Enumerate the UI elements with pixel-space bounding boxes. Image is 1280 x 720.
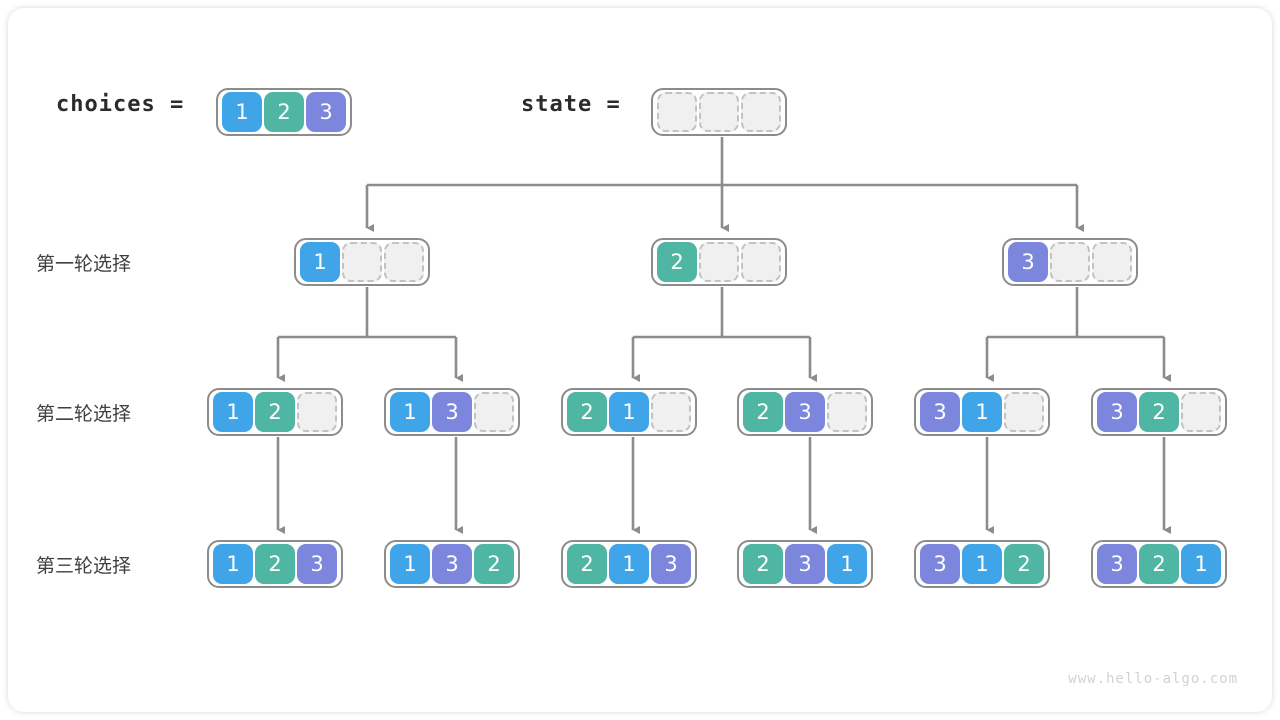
array-cell-value: 3	[920, 392, 960, 432]
array-cell-value: 3	[1008, 242, 1048, 282]
row-label-round-1: 第一轮选择	[36, 253, 132, 275]
array-cell-empty	[1092, 242, 1132, 282]
array-cell-value: 3	[432, 544, 472, 584]
array-cell-value: 2	[567, 544, 607, 584]
choices-label: choices =	[56, 92, 185, 117]
array-cell-empty	[827, 392, 867, 432]
page-card	[8, 8, 1272, 712]
array-cell-empty	[474, 392, 514, 432]
array-cell-value: 3	[432, 392, 472, 432]
array-cell-value: 2	[255, 392, 295, 432]
array-cell-value: 1	[827, 544, 867, 584]
array-cell-value: 2	[657, 242, 697, 282]
array-cell-value: 1	[213, 392, 253, 432]
array-cell-value: 3	[1097, 544, 1137, 584]
array-cell-value: 1	[300, 242, 340, 282]
array-cell-value: 1	[213, 544, 253, 584]
array-cell-value: 3	[297, 544, 337, 584]
array-cell-empty	[741, 242, 781, 282]
row-label-round-2: 第二轮选择	[36, 403, 132, 425]
array-cell-value: 2	[567, 392, 607, 432]
array-cell-value: 2	[743, 544, 783, 584]
array-cell-empty	[384, 242, 424, 282]
array-cell-value: 1	[609, 544, 649, 584]
row-label-round-3: 第三轮选择	[36, 555, 132, 577]
array-cell-empty	[657, 92, 697, 132]
array-cell-empty	[1181, 392, 1221, 432]
array-cell-value: 2	[474, 544, 514, 584]
array-cell-value: 1	[962, 544, 1002, 584]
state-array-round-1-node-1: 1	[294, 238, 430, 286]
array-cell-empty	[699, 242, 739, 282]
state-label: state =	[521, 92, 621, 117]
array-cell-value: 2	[1004, 544, 1044, 584]
watermark: www.hello-algo.com	[1068, 671, 1238, 687]
array-cell-value: 1	[390, 392, 430, 432]
array-cell-value: 2	[255, 544, 295, 584]
array-cell-value: 1	[609, 392, 649, 432]
state-array-round-1-node-3: 3	[1002, 238, 1138, 286]
array-cell-empty	[297, 392, 337, 432]
state-array-round-1-node-2: 2	[651, 238, 787, 286]
array-cell-value: 3	[1097, 392, 1137, 432]
array-cell-value: 3	[785, 392, 825, 432]
array-cell-empty	[699, 92, 739, 132]
array-cell-value: 3	[920, 544, 960, 584]
state-array	[651, 88, 787, 136]
array-cell-empty	[1050, 242, 1090, 282]
array-cell-value: 3	[306, 92, 346, 132]
array-cell-value: 3	[651, 544, 691, 584]
array-cell-value: 2	[743, 392, 783, 432]
array-cell-value: 2	[264, 92, 304, 132]
array-cell-value: 1	[390, 544, 430, 584]
array-cell-value: 3	[785, 544, 825, 584]
array-cell-empty	[1004, 392, 1044, 432]
array-cell-value: 1	[222, 92, 262, 132]
array-cell-value: 1	[962, 392, 1002, 432]
array-cell-value: 1	[1181, 544, 1221, 584]
array-cell-empty	[741, 92, 781, 132]
array-cell-empty	[342, 242, 382, 282]
array-cell-value: 2	[1139, 392, 1179, 432]
array-cell-empty	[651, 392, 691, 432]
array-cell-value: 2	[1139, 544, 1179, 584]
